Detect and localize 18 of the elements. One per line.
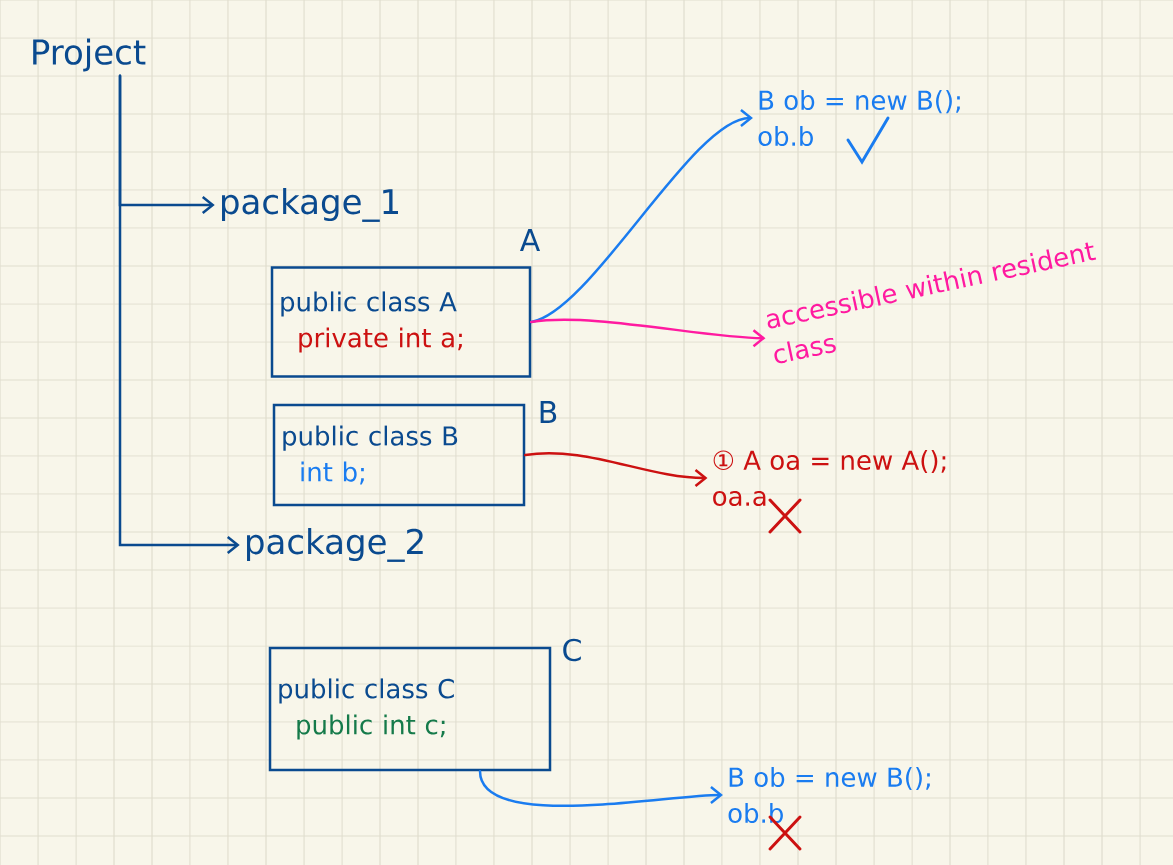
handwritten-text: accessible within resident class [766,242,1097,364]
handwritten-text: ① A oa = new A(); oa.a [713,449,946,507]
class-letter: A [520,229,540,251]
arrow [118,74,240,554]
handwritten-text: Project [33,38,146,72]
arrow [530,109,753,324]
arrow [478,770,723,807]
class-letter: C [563,638,581,662]
handwritten-text: B ob = new B(); ob.b [758,89,960,147]
handwritten-text: B ob = new B(); ob.b [728,766,930,824]
handwritten-text: package_1 [222,188,398,222]
class-box: public class B int b; [272,403,526,507]
arrow [524,452,708,487]
class-letter: B [540,401,557,423]
handwritten-text: package_2 [247,528,423,562]
class-box: public class C public int c; [268,646,552,772]
arrow [530,318,766,348]
class-box: public class A private int a; [270,266,532,378]
